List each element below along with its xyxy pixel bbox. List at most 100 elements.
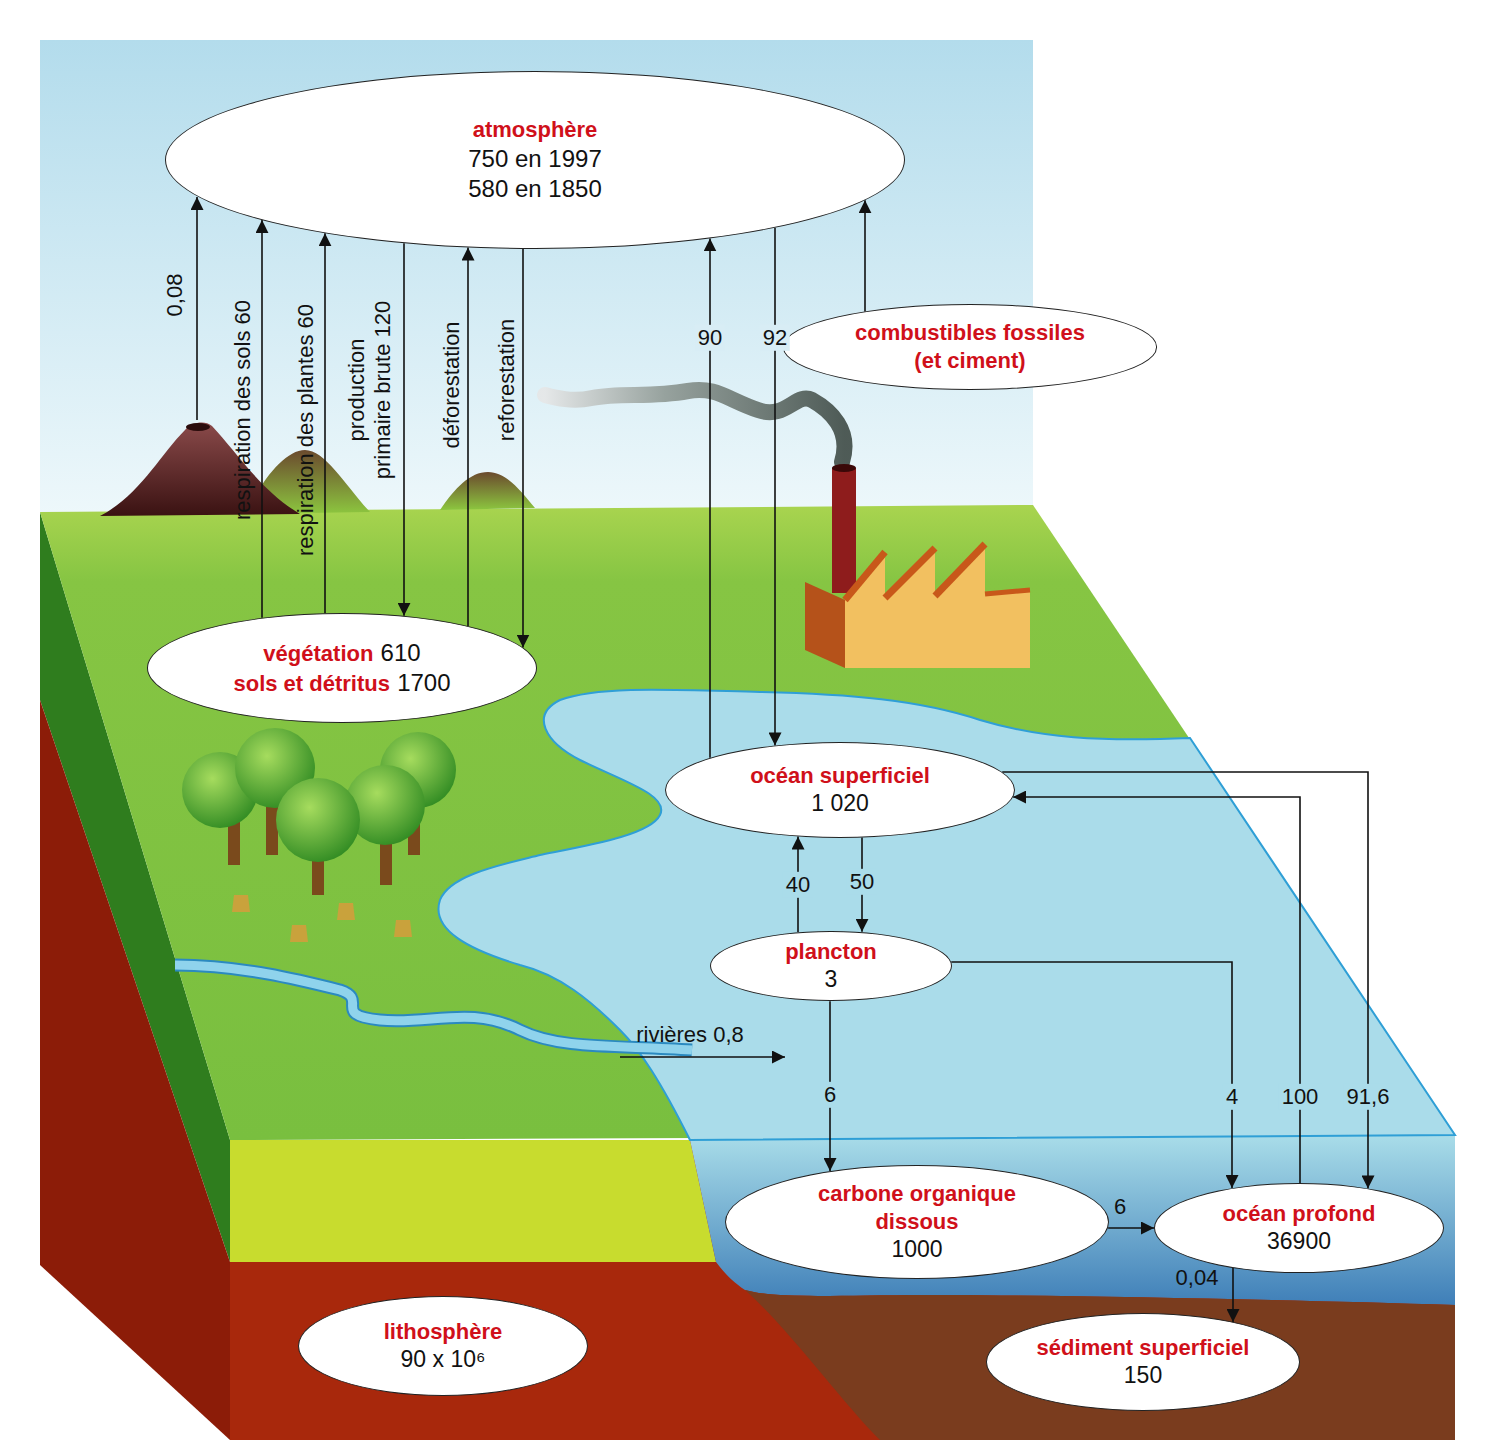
text-row: océan profond	[1223, 1200, 1376, 1228]
river	[175, 965, 692, 1050]
volcano-crater	[186, 423, 210, 431]
carbon-reservoir-ellipse: végétation 610sols et détritus1700	[147, 613, 537, 723]
text-stack: sédiment superficiel150	[1037, 1334, 1250, 1390]
carbon-reservoir-ellipse: carbone organique dissous1000	[725, 1165, 1109, 1279]
tree-trunk	[266, 800, 278, 855]
flux-label: 4	[1223, 1084, 1241, 1110]
flux-arrow	[1108, 1227, 1154, 1229]
smoke	[545, 390, 845, 462]
tree-stump	[232, 895, 250, 912]
text-row: 36900	[1223, 1227, 1376, 1256]
flux-label: 6	[821, 1082, 839, 1108]
chimney	[832, 468, 856, 593]
text-row: 750 en 1997	[468, 144, 601, 174]
flux-label: 92	[760, 325, 790, 351]
flux-label: 91,6	[1344, 1084, 1393, 1110]
flux-arrow	[1232, 1268, 1234, 1322]
text-row: combustibles fossiles (et ciment)	[841, 319, 1099, 374]
reservoir-name: sédiment superficiel	[1037, 1335, 1250, 1360]
tree-stump	[337, 903, 355, 920]
text-stack: carbone organique dissous1000	[817, 1180, 1017, 1264]
carbon-reservoir-ellipse: combustibles fossiles (et ciment)	[783, 304, 1157, 389]
flux-arrow	[467, 248, 469, 626]
flux-label: production primaire brute 120	[344, 296, 397, 485]
carbon-amount: 580 en 1850	[468, 175, 601, 202]
text-row: atmosphère	[468, 116, 601, 144]
carbon-amount: 1000	[891, 1236, 942, 1262]
factory-roof	[935, 544, 985, 596]
flux-label: respiration des plantes 60	[293, 301, 319, 559]
flux-arrow	[403, 243, 405, 616]
river-bank	[175, 965, 692, 1050]
seabed	[745, 1290, 1455, 1440]
text-row: 580 en 1850	[468, 174, 601, 204]
reservoir-name: plancton	[785, 939, 877, 964]
factory-side	[805, 582, 845, 668]
factory-roof	[985, 590, 1030, 594]
carbon-amount: 1 020	[811, 790, 869, 816]
text-stack: végétation 610sols et détritus1700	[233, 638, 450, 698]
carbon-reservoir-ellipse: atmosphère 750 en 1997 580 en 1850	[165, 71, 905, 249]
hill	[440, 472, 535, 510]
flux-arrow	[261, 220, 263, 618]
slab-front-soil	[230, 1140, 716, 1262]
flux-arrow	[522, 249, 524, 648]
ocean-surface	[438, 690, 1455, 1140]
text-row: océan superficiel	[750, 762, 930, 790]
river-flux-label: rivières 0,8	[633, 1022, 747, 1048]
flux-label: respiration des sols 60	[230, 297, 256, 523]
flux-label: 90	[695, 325, 725, 351]
text-row: végétation 610	[233, 638, 450, 668]
reservoir-name: océan profond	[1223, 1201, 1376, 1226]
carbon-amount: 90 x 10⁶	[401, 1346, 486, 1372]
text-stack: océan profond36900	[1223, 1200, 1376, 1256]
flux-value: 0,08	[162, 271, 188, 320]
volcano-flow-arrow	[196, 197, 198, 420]
reservoir-name: combustibles fossiles (et ciment)	[855, 320, 1085, 373]
reservoir-name: atmosphère	[473, 117, 598, 142]
carbon-amount: 150	[1124, 1362, 1162, 1388]
river-flow-arrow	[620, 1056, 785, 1058]
tree-stump	[394, 920, 412, 937]
text-row: sols et détritus1700	[233, 668, 450, 698]
flux-arrow	[864, 200, 866, 311]
carbon-amount: 1700	[397, 669, 450, 696]
text-stack: atmosphère 750 en 1997 580 en 1850	[468, 116, 601, 204]
carbon-amount: 610	[381, 639, 421, 666]
text-row: 1 020	[750, 789, 930, 818]
flux-label: reforestation	[494, 316, 520, 444]
carbon-reservoir-ellipse: plancton3	[710, 931, 952, 1002]
carbon-amount: 750 en 1997	[468, 145, 601, 172]
carbon-amount: 36900	[1267, 1228, 1331, 1254]
carbon-reservoir-ellipse: océan superficiel1 020	[665, 742, 1015, 838]
text-row: sédiment superficiel	[1037, 1334, 1250, 1362]
flux-label: 100	[1279, 1084, 1322, 1110]
text-stack: combustibles fossiles (et ciment)	[841, 319, 1099, 374]
carbon-amount: 3	[825, 966, 838, 992]
flux-arrow	[951, 962, 1232, 1188]
factory-roof	[845, 552, 885, 600]
flux-label: 6	[1111, 1194, 1129, 1220]
flux-label: déforestation	[439, 318, 465, 451]
text-stack: océan superficiel1 020	[750, 762, 930, 818]
text-row: 90 x 10⁶	[384, 1345, 503, 1374]
flux-arrow	[324, 233, 326, 613]
flux-label: 50	[847, 869, 877, 895]
factory-front	[845, 544, 1030, 668]
carbon-reservoir-ellipse: océan profond36900	[1154, 1183, 1444, 1273]
factory-roof	[885, 548, 935, 598]
text-stack: lithosphère90 x 10⁶	[384, 1318, 503, 1374]
flux-arrow	[1002, 772, 1368, 1188]
carbon-reservoir-ellipse: lithosphère90 x 10⁶	[298, 1296, 588, 1396]
text-row: 1000	[817, 1235, 1017, 1264]
reservoir-name: végétation	[263, 641, 373, 666]
text-row: 3	[785, 965, 877, 994]
flux-arrow	[774, 228, 776, 746]
text-row: 150	[1037, 1361, 1250, 1390]
text-row: carbone organique dissous	[817, 1180, 1017, 1235]
volcano	[100, 423, 300, 516]
reservoir-name: océan superficiel	[750, 763, 930, 788]
tree-stump	[290, 925, 308, 942]
text-row: plancton	[785, 938, 877, 966]
